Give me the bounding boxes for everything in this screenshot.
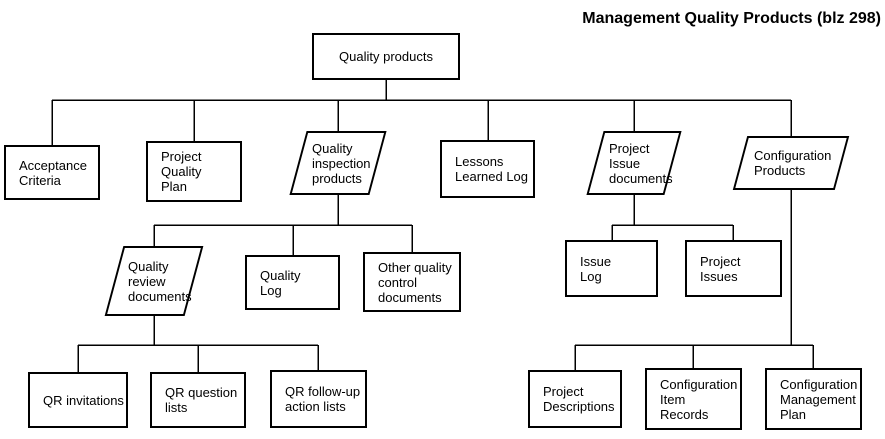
node-project-issues: Project Issues [685,240,782,297]
node-issue-log: Issue Log [565,240,658,297]
node-quality-log: Quality Log [245,255,340,310]
node-label: QR invitations [43,392,124,408]
node-label: Project Issues [700,253,741,284]
node-acceptance-criteria: Acceptance Criteria [4,145,100,200]
node-label: Configuration Management Plan [780,376,858,422]
node-label: Acceptance Criteria [19,157,87,188]
node-lessons-learned-log: Lessons Learned Log [440,140,535,198]
node-quality-review-documents: Quality review documents [104,246,204,316]
node-project-issue-documents: Project Issue documents [585,131,683,195]
node-label: Project Issue documents [609,140,673,186]
node-configuration-management-plan: Configuration Management Plan [765,368,862,430]
node-label: Quality inspection products [312,140,371,186]
node-label: Quality review documents [128,258,192,304]
node-label: Lessons Learned Log [455,154,529,184]
node-label: Quality products [339,49,433,64]
node-label: QR follow-up action lists [285,384,361,414]
node-qr-follow-up-action-lists: QR follow-up action lists [270,370,367,428]
node-qr-question-lists: QR question lists [150,372,246,428]
node-label: Configuration Item Records [660,376,738,422]
node-quality-products: Quality products [312,33,460,80]
node-quality-inspection-products: Quality inspection products [288,131,388,195]
node-project-quality-plan: Project Quality Plan [146,141,242,202]
node-label: Other quality control documents [378,259,452,305]
node-configuration-products: Configuration Products [730,136,852,190]
node-label: Project Quality Plan [161,149,202,194]
diagram-title: Management Quality Products (blz 298) [582,10,881,27]
node-project-descriptions: Project Descriptions [528,370,622,428]
node-label: QR question lists [165,385,238,415]
node-label: Quality Log [260,267,301,298]
node-label: Project Descriptions [543,384,615,414]
node-other-quality-control-documents: Other quality control documents [363,252,461,312]
node-qr-invitations: QR invitations [28,372,128,428]
node-label: Configuration Products [754,148,832,178]
node-configuration-item-records: Configuration Item Records [645,368,742,430]
node-label: Issue Log [580,253,612,284]
